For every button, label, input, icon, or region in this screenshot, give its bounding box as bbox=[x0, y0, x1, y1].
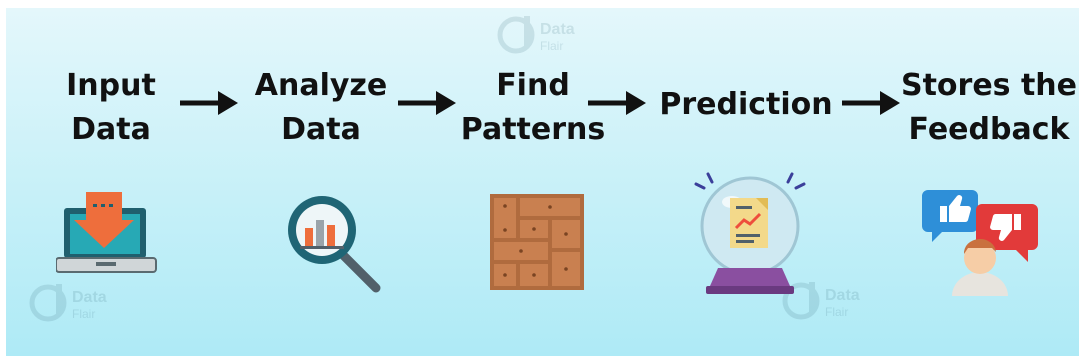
step-label-find-patterns: Find Patterns bbox=[460, 68, 606, 147]
watermark-logo-left: Data Flair bbox=[28, 278, 138, 328]
feedback-thumbs-icon bbox=[922, 190, 1038, 296]
watermark-logo-bottom: Data Flair bbox=[781, 276, 891, 326]
brick-pattern-icon bbox=[490, 194, 584, 290]
svg-text:Data: Data bbox=[540, 21, 575, 38]
svg-text:Flair: Flair bbox=[540, 39, 563, 53]
process-diagram: Data Flair Data Flair Data Flair Input D… bbox=[6, 8, 1079, 356]
svg-text:Flair: Flair bbox=[825, 305, 848, 319]
laptop-download-icon bbox=[56, 192, 157, 273]
svg-text:Data: Data bbox=[72, 289, 107, 306]
watermark-logo-top: Data Flair bbox=[496, 10, 606, 60]
svg-text:Flair: Flair bbox=[72, 307, 95, 321]
flow-arrow-3 bbox=[588, 91, 646, 115]
flow-arrow-1 bbox=[180, 91, 238, 115]
step-label-prediction: Prediction bbox=[659, 87, 833, 122]
step-label-stores-feedback: Stores the Feedback bbox=[900, 68, 1078, 147]
flow-arrow-2 bbox=[398, 91, 456, 115]
svg-text:Data: Data bbox=[825, 287, 860, 304]
step-label-analyze-data: Analyze Data bbox=[254, 68, 388, 147]
magnifier-chart-icon bbox=[288, 196, 381, 293]
step-label-input-data: Input Data bbox=[66, 68, 156, 147]
crystal-ball-report-icon bbox=[694, 172, 806, 294]
flow-arrow-4 bbox=[842, 91, 900, 115]
